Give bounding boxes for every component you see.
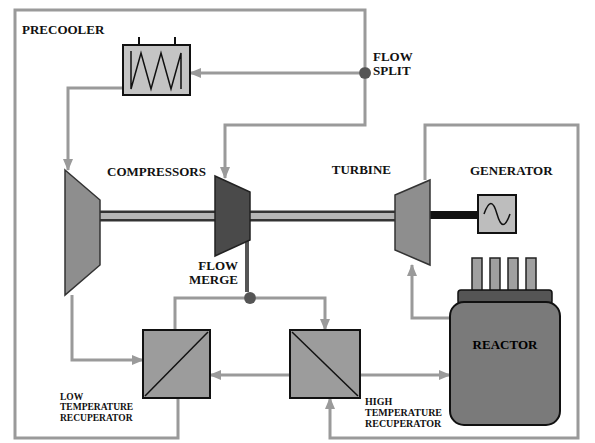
node-shape — [395, 180, 430, 265]
shape-part — [139, 37, 175, 45]
node-label: GENERATOR — [470, 164, 553, 178]
node-label: PRECOOLER — [22, 23, 104, 37]
pipe-line — [175, 298, 244, 330]
shape-part — [484, 204, 510, 225]
shape-part — [65, 170, 100, 295]
pipe — [412, 265, 450, 318]
pipe-line — [360, 374, 450, 377]
precooler-box: PRECOOLER — [123, 45, 190, 95]
shape-part — [450, 302, 560, 425]
shape-part — [123, 45, 190, 95]
node-label: HIGH TEMPERATURE RECUPERATOR — [365, 396, 447, 429]
pipe — [360, 375, 450, 376]
pipe-line — [190, 72, 359, 75]
shape-part — [131, 51, 181, 89]
node-shape — [143, 330, 210, 398]
pipe — [210, 375, 290, 376]
shape-part — [244, 292, 256, 304]
pipe-line — [256, 298, 325, 330]
pipe-line — [72, 295, 143, 360]
pipe — [68, 88, 123, 170]
high-temperature-recuperator: HIGH TEMPERATURE RECUPERATOR — [290, 330, 360, 398]
pipe — [15, 10, 365, 438]
node-shape — [359, 67, 371, 79]
node-label: FLOW MERGE — [184, 259, 238, 288]
shape-part — [143, 330, 210, 398]
node-label: LOW TEMPERATURE RECUPERATOR — [60, 392, 140, 423]
turbine: TURBINE — [395, 180, 430, 265]
recompressor — [215, 176, 250, 256]
low-temperature-recuperator: LOW TEMPERATURE RECUPERATOR — [143, 330, 210, 398]
main-compressor: COMPRESSORS — [65, 170, 100, 295]
shape-part — [526, 258, 536, 292]
flow-merge-dot: FLOW MERGE — [244, 292, 256, 304]
shape-part — [508, 258, 518, 292]
flow-split-dot: FLOW SPLIT — [359, 67, 371, 79]
pipe-line — [412, 265, 450, 318]
generator-shaft — [430, 211, 478, 219]
node-shape — [244, 292, 256, 304]
shape-part — [290, 330, 360, 398]
pipe — [190, 73, 359, 74]
shaft — [430, 215, 478, 216]
pipe-line — [68, 88, 123, 170]
shape-part — [478, 195, 516, 233]
reactor-vessel: REACTOR — [450, 258, 560, 425]
recompressor-outlet-pipe — [245, 238, 249, 292]
node-label: TURBINE — [321, 163, 391, 177]
shape-part — [292, 332, 358, 396]
shape-part — [490, 258, 500, 292]
shape-part — [145, 332, 208, 396]
shape-part — [359, 67, 371, 79]
pipe-line — [210, 374, 290, 377]
pipe — [72, 295, 143, 360]
pipe — [256, 298, 325, 330]
shape-part — [472, 258, 482, 292]
shape-part — [395, 180, 430, 265]
node-shape — [123, 45, 190, 95]
pipe — [175, 298, 244, 330]
generator-box: GENERATOR — [478, 195, 516, 233]
node-shape — [478, 195, 516, 233]
node-label: COMPRESSORS — [107, 165, 206, 179]
node-label: FLOW SPLIT — [373, 50, 423, 79]
pipe-line — [15, 10, 365, 438]
node-label: REACTOR — [450, 338, 560, 352]
node-shape — [290, 330, 360, 398]
node-shape — [65, 170, 100, 295]
